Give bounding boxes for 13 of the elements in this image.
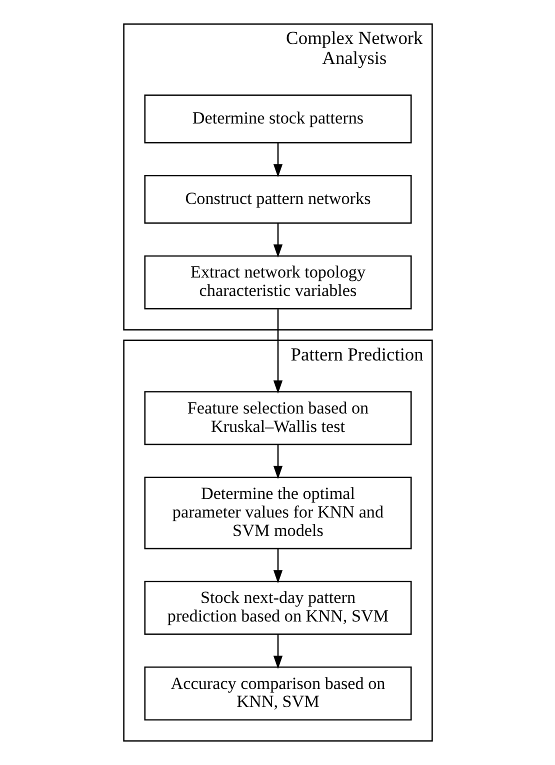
node-box: Feature selection based on Kruskal–Wallis test — [144, 391, 412, 446]
node-box: Extract network topology characteristic variables — [144, 255, 412, 310]
arrow — [272, 444, 282, 480]
node-box: Accuracy comparison based on KNN, SVM — [144, 666, 412, 721]
node-box: Construct pattern networks — [144, 174, 412, 224]
node-box: Determine the optimal parameter values for KNN and SVM models — [144, 476, 412, 550]
arrow — [272, 634, 282, 669]
node-box: Determine stock patterns — [144, 94, 412, 144]
arrow — [272, 548, 282, 584]
node-box: Stock next-day pattern prediction based on KNN, SVM — [144, 580, 412, 635]
arrow — [272, 142, 282, 178]
arrow — [272, 309, 282, 394]
arrow — [272, 223, 282, 258]
